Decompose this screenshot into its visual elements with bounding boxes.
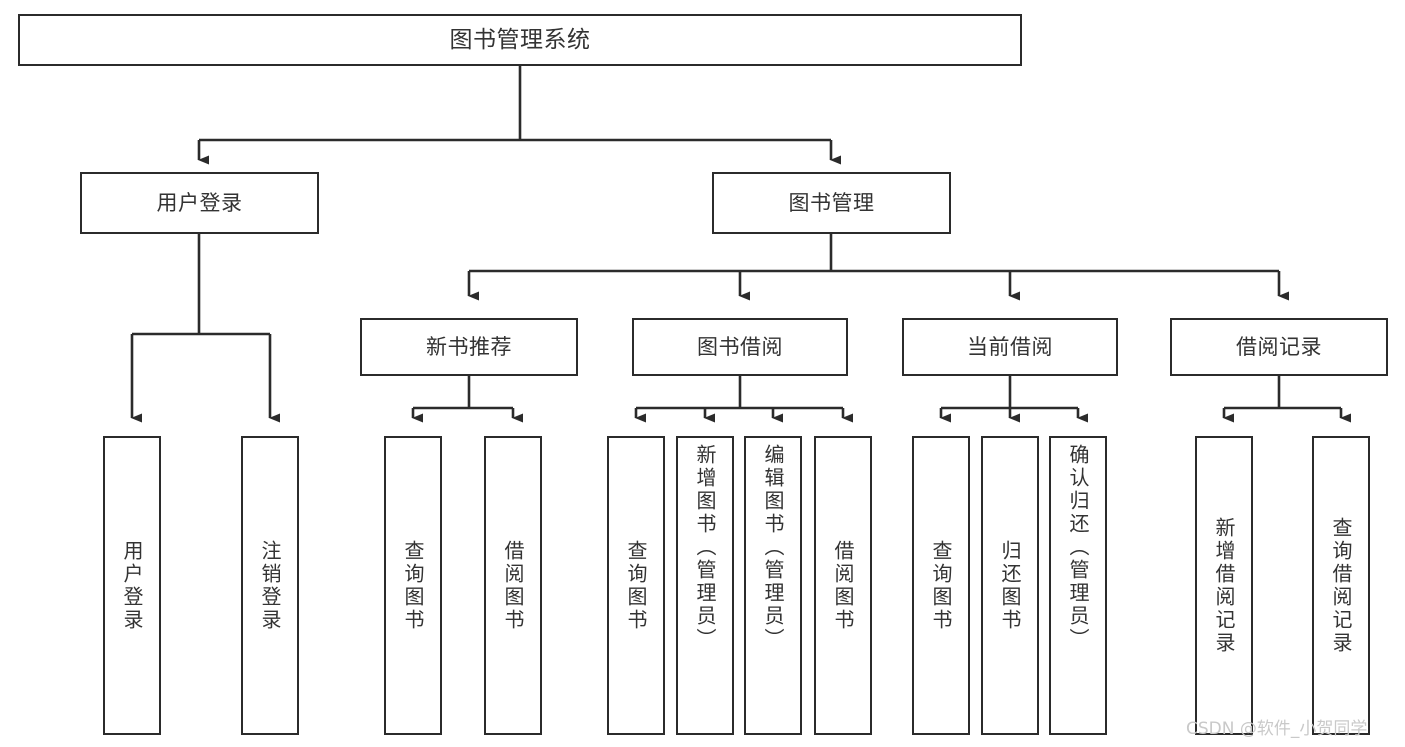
node-current-borrow[interactable]: 当前借阅 bbox=[902, 318, 1118, 376]
node-book-borrow[interactable]: 图书借阅 bbox=[632, 318, 848, 376]
node-borrow-record[interactable]: 借阅记录 bbox=[1170, 318, 1388, 376]
node-new-book-recommend[interactable]: 新书推荐 bbox=[360, 318, 578, 376]
node-leaf-add-record-label: 新增借阅记录 bbox=[1212, 516, 1236, 655]
node-leaf-confirm-return[interactable]: 确认归还（管理员） bbox=[1049, 436, 1107, 735]
node-leaf-add-book[interactable]: 新增图书（管理员） bbox=[676, 436, 734, 735]
node-current-borrow-label: 当前借阅 bbox=[967, 334, 1053, 359]
node-leaf-query-book-3[interactable]: 查询图书 bbox=[912, 436, 970, 735]
node-leaf-user-login-label: 用户登录 bbox=[120, 539, 144, 632]
node-leaf-query-book-1-label: 查询图书 bbox=[401, 539, 425, 632]
node-leaf-add-book-label: 新增图书（管理员） bbox=[693, 444, 717, 651]
node-leaf-borrow-book-2[interactable]: 借阅图书 bbox=[814, 436, 872, 735]
node-leaf-borrow-book-1-label: 借阅图书 bbox=[501, 539, 525, 632]
node-book-management-label: 图书管理 bbox=[788, 190, 875, 215]
node-leaf-confirm-return-label: 确认归还（管理员） bbox=[1066, 444, 1090, 651]
node-leaf-query-record-label: 查询借阅记录 bbox=[1329, 516, 1353, 655]
node-leaf-borrow-book-1[interactable]: 借阅图书 bbox=[484, 436, 542, 735]
node-leaf-user-login[interactable]: 用户登录 bbox=[103, 436, 161, 735]
node-leaf-logout-login-label: 注销登录 bbox=[258, 539, 282, 632]
node-leaf-return-book-label: 归还图书 bbox=[998, 539, 1022, 632]
node-user-login[interactable]: 用户登录 bbox=[80, 172, 319, 234]
node-leaf-query-book-3-label: 查询图书 bbox=[929, 539, 953, 632]
node-book-management[interactable]: 图书管理 bbox=[712, 172, 951, 234]
node-leaf-edit-book-label: 编辑图书（管理员） bbox=[761, 444, 785, 651]
node-leaf-query-book-2[interactable]: 查询图书 bbox=[607, 436, 665, 735]
node-borrow-record-label: 借阅记录 bbox=[1236, 334, 1322, 359]
node-leaf-query-book-1[interactable]: 查询图书 bbox=[384, 436, 442, 735]
node-root[interactable]: 图书管理系统 bbox=[18, 14, 1022, 66]
node-leaf-return-book[interactable]: 归还图书 bbox=[981, 436, 1039, 735]
node-new-book-recommend-label: 新书推荐 bbox=[426, 334, 512, 359]
node-user-login-label: 用户登录 bbox=[156, 190, 243, 215]
csdn-watermark: CSDN @软件_小贺同学 bbox=[1186, 719, 1368, 739]
node-leaf-edit-book[interactable]: 编辑图书（管理员） bbox=[744, 436, 802, 735]
node-book-borrow-label: 图书借阅 bbox=[697, 334, 783, 359]
node-leaf-borrow-book-2-label: 借阅图书 bbox=[831, 539, 855, 632]
node-leaf-logout-login[interactable]: 注销登录 bbox=[241, 436, 299, 735]
node-root-label: 图书管理系统 bbox=[449, 26, 591, 53]
node-leaf-query-book-2-label: 查询图书 bbox=[624, 539, 648, 632]
node-leaf-query-record[interactable]: 查询借阅记录 bbox=[1312, 436, 1370, 735]
node-leaf-add-record[interactable]: 新增借阅记录 bbox=[1195, 436, 1253, 735]
